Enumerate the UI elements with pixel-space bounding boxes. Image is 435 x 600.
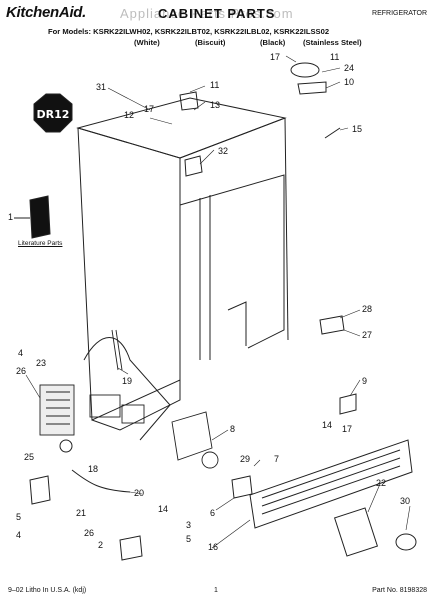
callout-17b: 17 — [270, 52, 281, 62]
badge-text: DR12 — [37, 108, 70, 121]
callout-12: 12 — [124, 110, 135, 120]
category-label: REFRIGERATOR — [372, 10, 427, 17]
callout-9: 9 — [362, 376, 368, 386]
callout-13: 13 — [210, 100, 221, 110]
cabinet-shell-icon — [76, 97, 289, 441]
callout-20: 20 — [134, 488, 145, 498]
callout-23: 23 — [36, 358, 47, 368]
part-number: Part No. 8198328 — [372, 587, 427, 594]
callout-32: 32 — [218, 146, 229, 156]
callout-5b: 5 — [186, 534, 192, 544]
callout-15: 15 — [352, 124, 363, 134]
callout-21: 21 — [76, 508, 87, 518]
callout-2: 2 — [98, 540, 104, 550]
kitchenaid-logo: KitchenAid. — [6, 4, 87, 21]
callout-16: 16 — [208, 542, 219, 552]
callout-6: 6 — [210, 508, 216, 518]
callout-14b: 14 — [158, 504, 169, 514]
callout-31: 31 — [96, 82, 107, 92]
footer-litho: 9–02 Litho In U.S.A. (kdj) — [8, 587, 87, 594]
callout-22: 22 — [376, 478, 387, 488]
callout-11b: 11 — [330, 52, 340, 62]
page-number: 1 — [214, 587, 218, 594]
callout-26: 26 — [16, 366, 27, 376]
callout-26b: 26 — [84, 528, 95, 538]
callout-27: 27 — [362, 330, 373, 340]
watermark: Appliance Parts Pros.com — [120, 6, 294, 21]
callout-7: 7 — [274, 454, 280, 464]
models-line: For Models: KSRK22ILWH02, KSRK22ILBT02, … — [48, 27, 330, 36]
callout-4: 4 — [18, 348, 24, 358]
callout-29: 29 — [240, 454, 251, 464]
callout-leader-lines — [25, 55, 411, 549]
callout-30: 30 — [400, 496, 411, 506]
callout-25: 25 — [24, 452, 35, 462]
callout-5: 5 — [16, 512, 22, 522]
callout-8: 8 — [230, 424, 236, 434]
callout-11: 11 — [210, 80, 220, 90]
variant-black: (Black) — [260, 38, 286, 47]
callout-28: 28 — [362, 304, 373, 314]
callout-17: 17 — [144, 104, 155, 114]
callout-3: 3 — [186, 520, 192, 530]
callout-17c: 17 — [342, 424, 353, 434]
literature-parts-label: Literature Parts — [18, 240, 63, 247]
variant-stainless: (Stainless Steel) — [303, 38, 362, 47]
callout-4b: 4 — [16, 530, 22, 540]
variant-biscuit: (Biscuit) — [195, 38, 226, 47]
page-title: CABINET PARTS — [158, 6, 276, 21]
dr12-badge-icon: DR12 — [33, 93, 73, 133]
callout-18: 18 — [88, 464, 99, 474]
literature-booklet-icon — [14, 195, 51, 239]
grille-icon — [249, 439, 413, 529]
callout-1: 1 — [8, 212, 14, 222]
hardware-parts-icon — [29, 62, 417, 561]
machine-compartment-icon — [39, 329, 219, 469]
callout-14: 14 — [322, 420, 333, 430]
callout-24: 24 — [344, 63, 355, 73]
callout-10: 10 — [344, 77, 355, 87]
variant-white: (White) — [134, 38, 160, 47]
callout-19: 19 — [122, 376, 133, 386]
